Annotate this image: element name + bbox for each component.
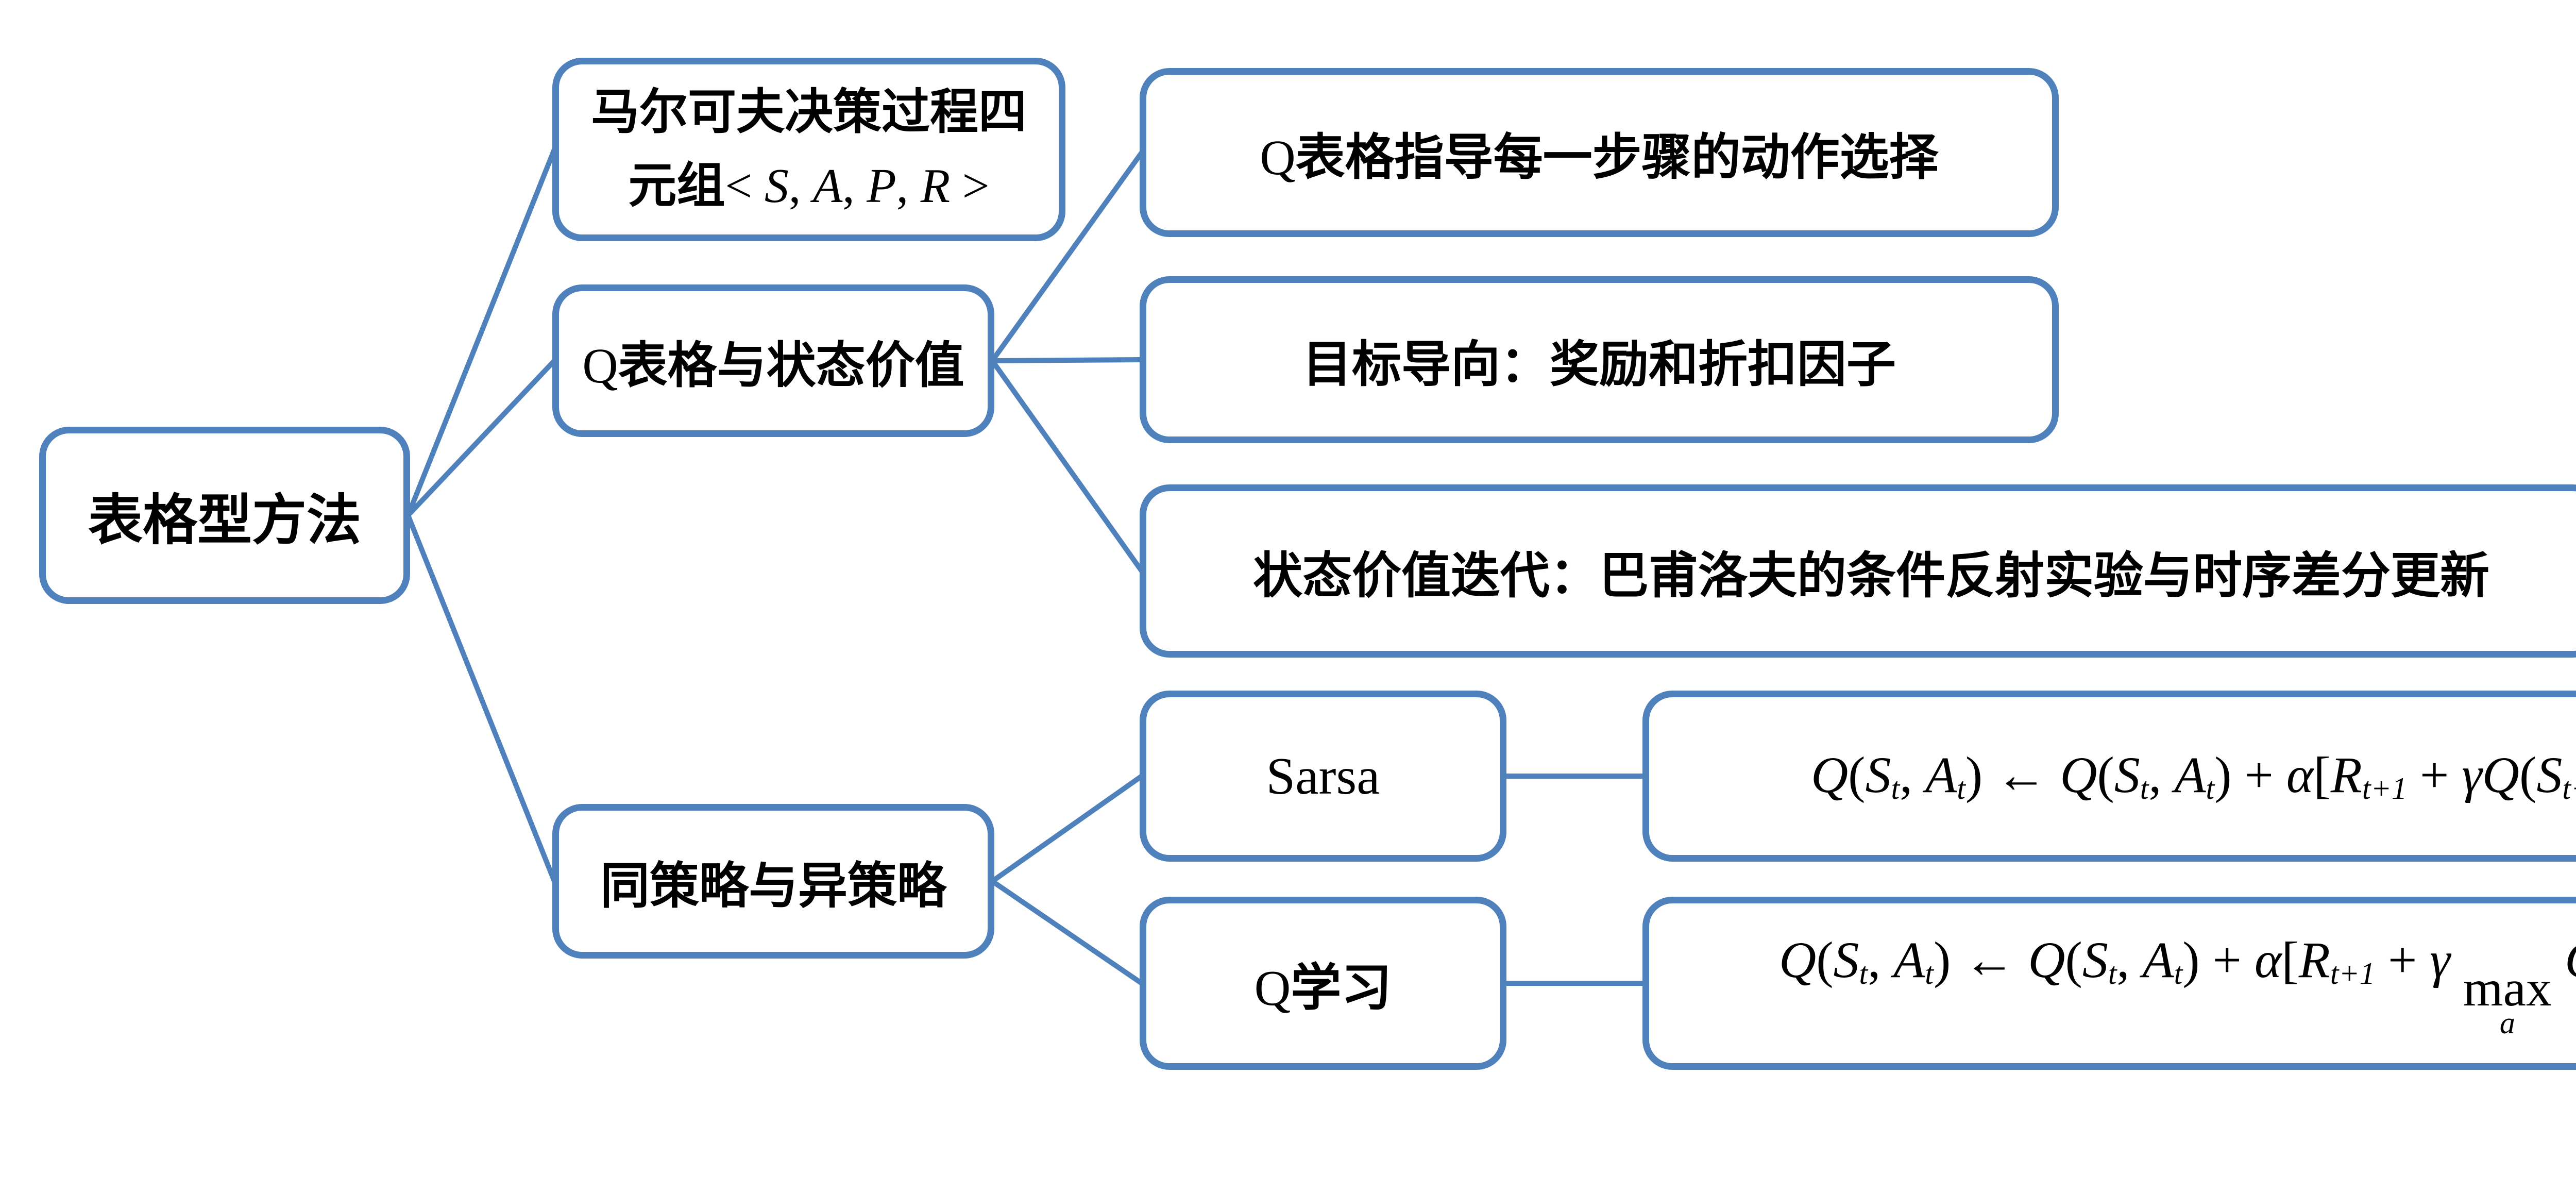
node-label: Q表格与状态价值: [582, 338, 964, 393]
node-label: Q学习: [1254, 961, 1392, 1016]
node-q-table-state-value[interactable]: Q表格与状态价值: [552, 284, 994, 437]
node-label: 表格型方法: [88, 491, 361, 551]
connector-root-mdp: [405, 147, 557, 518]
node-label: 马尔可夫决策过程四元组< S, A, P, R >: [590, 86, 1027, 213]
node-label: 状态价值迭代：巴甫洛夫的条件反射实验与时序差分更新: [1253, 548, 2489, 603]
connector-qtable-goal: [990, 357, 1144, 363]
connector-policy-qlearning: [990, 879, 1144, 986]
node-q-table-guides-action[interactable]: Q表格指导每一步骤的动作选择: [1140, 68, 2059, 237]
node-label: 同策略与异策略: [600, 858, 946, 914]
node-mdp-tuple[interactable]: 马尔可夫决策过程四元组< S, A, P, R >: [552, 58, 1065, 241]
node-on-off-policy[interactable]: 同策略与异策略: [552, 804, 994, 959]
node-sarsa[interactable]: Sarsa: [1140, 691, 1506, 862]
node-q-learning[interactable]: Q学习: [1140, 897, 1506, 1070]
node-sarsa-formula[interactable]: Q(St, At) ← Q(St, At) + α[Rt+1 + γQ(St+1…: [1642, 691, 2576, 862]
connector-root-policy: [405, 513, 557, 884]
node-label: Q(St, At) ← Q(St, At) + α[Rt+1 + γQ(St+1…: [1810, 746, 2576, 806]
connector-policy-sarsa: [990, 774, 1144, 884]
node-label: Q表格指导每一步骤的动作选择: [1260, 129, 1939, 185]
node-tabular-methods[interactable]: 表格型方法: [39, 427, 410, 604]
node-goal-oriented[interactable]: 目标导向：奖励和折扣因子: [1140, 276, 2059, 443]
connector-root-qtable: [405, 358, 557, 518]
node-state-value-iteration[interactable]: 状态价值迭代：巴甫洛夫的条件反射实验与时序差分更新: [1140, 484, 2576, 658]
node-label: Sarsa: [1266, 747, 1380, 805]
connector-qtable-qguide: [990, 150, 1144, 363]
connector-qtable-valueiter: [990, 358, 1144, 574]
node-label: 目标导向：奖励和折扣因子: [1302, 337, 1896, 392]
